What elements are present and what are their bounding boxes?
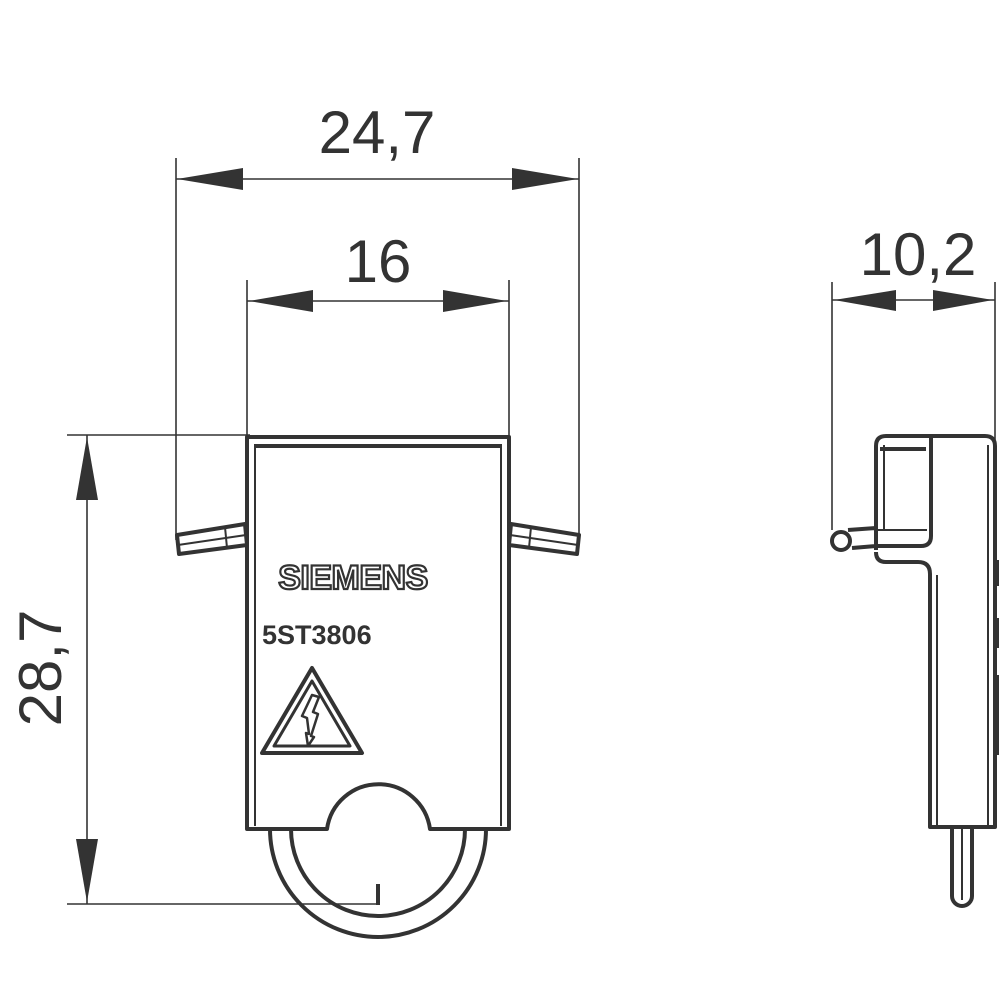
dimension-label-side-depth: 10,2 — [860, 221, 977, 288]
part-number-label: 5ST3806 — [262, 620, 372, 650]
arrow-left-icon — [249, 290, 313, 312]
dimension-height: 28,7 — [7, 434, 380, 905]
front-view: SIEMENS 5ST3806 — [175, 435, 581, 939]
bottom-pin — [950, 827, 974, 908]
side-body-outline — [874, 434, 997, 829]
brand-label: SIEMENS — [278, 559, 428, 597]
top-hook — [874, 434, 933, 550]
side-view — [830, 434, 999, 908]
bottom-ring-outer — [268, 828, 488, 939]
arrow-right-icon — [512, 168, 578, 190]
high-voltage-warning-icon — [260, 666, 364, 755]
arrow-right-icon — [933, 290, 993, 311]
edge-notch-3 — [994, 675, 999, 755]
side-lug — [847, 526, 878, 550]
arrow-left-icon — [834, 290, 896, 311]
arrow-left-icon — [177, 168, 243, 190]
edge-notch-1 — [994, 560, 999, 586]
dimension-label-height: 28,7 — [7, 610, 74, 727]
dimension-label-body-width: 16 — [345, 228, 412, 295]
dimension-overall-width: 24,7 — [175, 99, 580, 540]
edge-notch-2 — [994, 618, 999, 648]
dimension-body-width: 16 — [246, 228, 510, 436]
dimension-side-depth: 10,2 — [831, 221, 996, 530]
arrow-up-icon — [76, 437, 98, 500]
bottom-ring-inner — [289, 828, 467, 918]
arrow-down-icon — [76, 839, 98, 902]
dimension-label-overall-width: 24,7 — [319, 99, 436, 166]
right-contact-tab — [507, 522, 581, 556]
arrow-right-icon — [443, 290, 507, 312]
body-outline — [245, 435, 511, 831]
left-contact-tab — [175, 522, 249, 556]
side-lug-pin — [830, 530, 852, 552]
